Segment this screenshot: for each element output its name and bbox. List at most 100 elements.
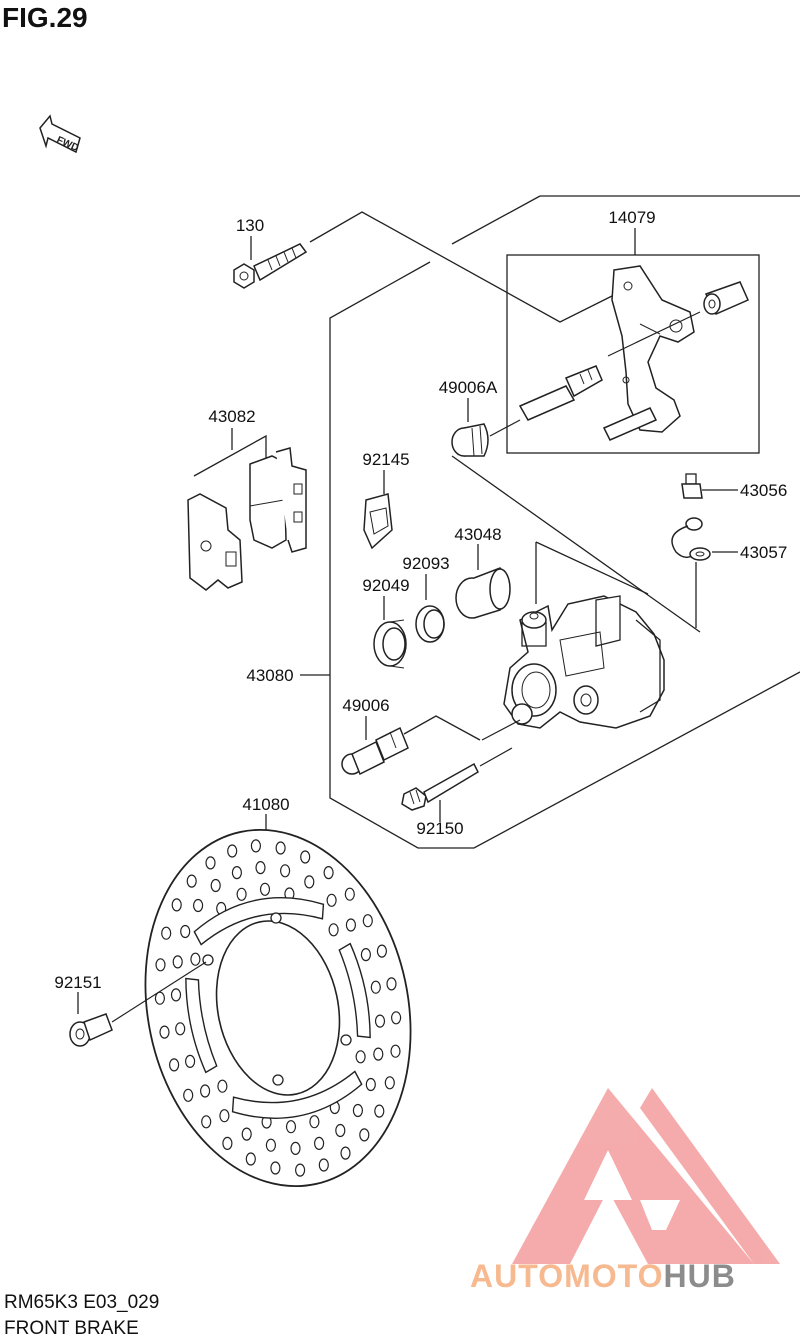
disc-hole bbox=[318, 1158, 329, 1172]
disc-hole bbox=[335, 1123, 346, 1138]
disc-hole bbox=[295, 1163, 306, 1177]
disc-hole bbox=[345, 918, 356, 932]
disc-hole bbox=[362, 914, 373, 928]
label-92093: 92093 bbox=[402, 554, 449, 573]
label-92049: 92049 bbox=[362, 576, 409, 595]
sleeve-icon bbox=[703, 281, 749, 315]
disc-hole bbox=[154, 991, 165, 1005]
disc-hole bbox=[183, 1088, 194, 1102]
label-43048: 43048 bbox=[454, 525, 501, 544]
caliper-bracket-icon bbox=[602, 265, 695, 441]
disc-hole bbox=[180, 924, 191, 939]
disc-hole bbox=[231, 865, 242, 880]
label-14079: 14079 bbox=[608, 208, 655, 227]
disc-hole bbox=[386, 977, 397, 991]
bracket-box bbox=[506, 254, 760, 454]
disc-hole bbox=[370, 980, 381, 994]
disc-hole bbox=[384, 1076, 395, 1090]
caliper-body-icon bbox=[503, 595, 665, 729]
disc-hole bbox=[259, 882, 271, 896]
disc-hole bbox=[280, 864, 291, 878]
disc-hole bbox=[255, 860, 266, 875]
disc-hole bbox=[323, 865, 334, 880]
disc-hole bbox=[171, 898, 182, 912]
label-43057: 43057 bbox=[740, 543, 787, 562]
disc-hole bbox=[222, 1136, 233, 1151]
piston-seal-icon bbox=[373, 619, 407, 669]
label-92151: 92151 bbox=[54, 973, 101, 992]
disc-hole bbox=[285, 1120, 297, 1134]
disc-hole bbox=[217, 1079, 228, 1093]
label-41080: 41080 bbox=[242, 795, 289, 814]
disc-hole bbox=[360, 947, 371, 962]
disc-hole bbox=[304, 875, 315, 889]
disc-hole bbox=[169, 1058, 180, 1072]
disc-hole bbox=[275, 841, 286, 855]
disc-hole bbox=[374, 1014, 386, 1028]
label-49006a: 49006A bbox=[439, 378, 498, 397]
disc-hole bbox=[373, 1047, 384, 1061]
disc-hole bbox=[236, 887, 247, 901]
label-43056: 43056 bbox=[740, 481, 787, 500]
bolt-92150-icon bbox=[401, 762, 479, 811]
automotohub-logo-icon bbox=[512, 1088, 780, 1264]
disc-hole bbox=[185, 1054, 196, 1069]
disc-hole bbox=[219, 1109, 230, 1123]
pin-49006a-icon bbox=[518, 365, 603, 421]
disc-hole bbox=[241, 1127, 252, 1141]
disc-hole bbox=[245, 1152, 256, 1166]
disc-hole bbox=[201, 1115, 212, 1129]
disc-hole bbox=[326, 893, 337, 907]
dust-seal-icon bbox=[415, 605, 445, 643]
bolt-92151-icon bbox=[69, 1013, 113, 1047]
disc-hole bbox=[359, 1128, 370, 1142]
disc-hole bbox=[210, 878, 221, 893]
disc-hole bbox=[270, 1161, 281, 1175]
boot-49006a-icon bbox=[451, 423, 489, 457]
disc-hole bbox=[186, 874, 197, 888]
disc-hole bbox=[170, 988, 182, 1002]
disc-hole bbox=[340, 1146, 351, 1160]
disc-hole bbox=[250, 839, 261, 853]
label-49006: 49006 bbox=[342, 696, 389, 715]
disc-hole bbox=[352, 1103, 363, 1118]
disc-hole bbox=[390, 1044, 401, 1058]
disc-hole bbox=[374, 1104, 385, 1118]
disc-hole bbox=[328, 923, 339, 937]
label-43080: 43080 bbox=[246, 666, 293, 685]
disc-hole bbox=[376, 944, 387, 958]
piston-icon bbox=[455, 567, 511, 619]
label-92145: 92145 bbox=[362, 450, 409, 469]
disc-hole bbox=[300, 850, 311, 864]
label-130: 130 bbox=[236, 216, 264, 235]
disc-hole bbox=[290, 1141, 301, 1156]
bleeder-valve-icon bbox=[681, 473, 703, 499]
disc-hole bbox=[265, 1138, 276, 1152]
brake-pad-right-icon bbox=[249, 447, 307, 553]
disc-hole bbox=[344, 887, 355, 901]
disc-hole bbox=[205, 856, 216, 870]
label-92150: 92150 bbox=[416, 819, 463, 838]
disc-hole bbox=[227, 844, 238, 858]
pin-49006-icon bbox=[341, 726, 409, 776]
disc-hole bbox=[161, 926, 172, 940]
disc-hole bbox=[175, 1022, 186, 1036]
assembly-frame bbox=[329, 261, 800, 849]
fwd-arrow-icon: FWD bbox=[39, 114, 81, 154]
disc-hole bbox=[159, 1025, 170, 1039]
disc-hole bbox=[200, 1084, 211, 1098]
figure-name: FRONT BRAKE bbox=[4, 1318, 139, 1339]
disc-hole bbox=[172, 955, 183, 969]
brake-pad-left-icon bbox=[187, 493, 243, 591]
bolt-130-icon bbox=[233, 243, 308, 289]
brake-disc-icon bbox=[144, 828, 412, 1188]
figure-code: RM65K3 E03_029 bbox=[4, 1292, 160, 1313]
disc-hole bbox=[355, 1050, 366, 1064]
disc-hole bbox=[314, 1136, 325, 1151]
watermark-text-part1: AUTOMOTO bbox=[470, 1258, 664, 1294]
disc-hole bbox=[155, 958, 166, 972]
disc-hole bbox=[309, 1115, 320, 1129]
pad-spring-icon bbox=[363, 493, 393, 550]
disc-hole bbox=[193, 898, 204, 913]
disc-hole bbox=[190, 952, 201, 966]
